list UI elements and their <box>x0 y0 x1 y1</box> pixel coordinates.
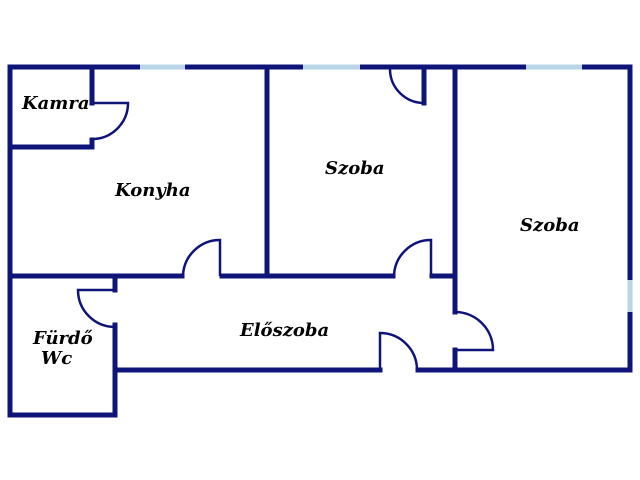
room-label-konyha: Konyha <box>114 180 191 201</box>
room-label-wc: Wc <box>41 348 72 369</box>
walls <box>7 64 633 418</box>
door-kamra <box>91 101 130 141</box>
door-room2 <box>454 310 495 352</box>
windows <box>140 64 633 312</box>
room-label-furdo: Fürdő <box>32 328 93 349</box>
door-entrance <box>378 331 419 371</box>
room-label-szoba-2: Szoba <box>520 215 579 236</box>
room-label-szoba-1: Szoba <box>325 158 384 179</box>
doors <box>76 67 495 371</box>
door-room1-top <box>388 67 426 105</box>
door-room1-hall <box>392 238 433 277</box>
door-kitchen <box>181 238 222 277</box>
room-label-eloszoba: Előszoba <box>239 320 329 341</box>
door-bath <box>76 288 116 329</box>
room-label-kamra: Kamra <box>21 93 90 114</box>
